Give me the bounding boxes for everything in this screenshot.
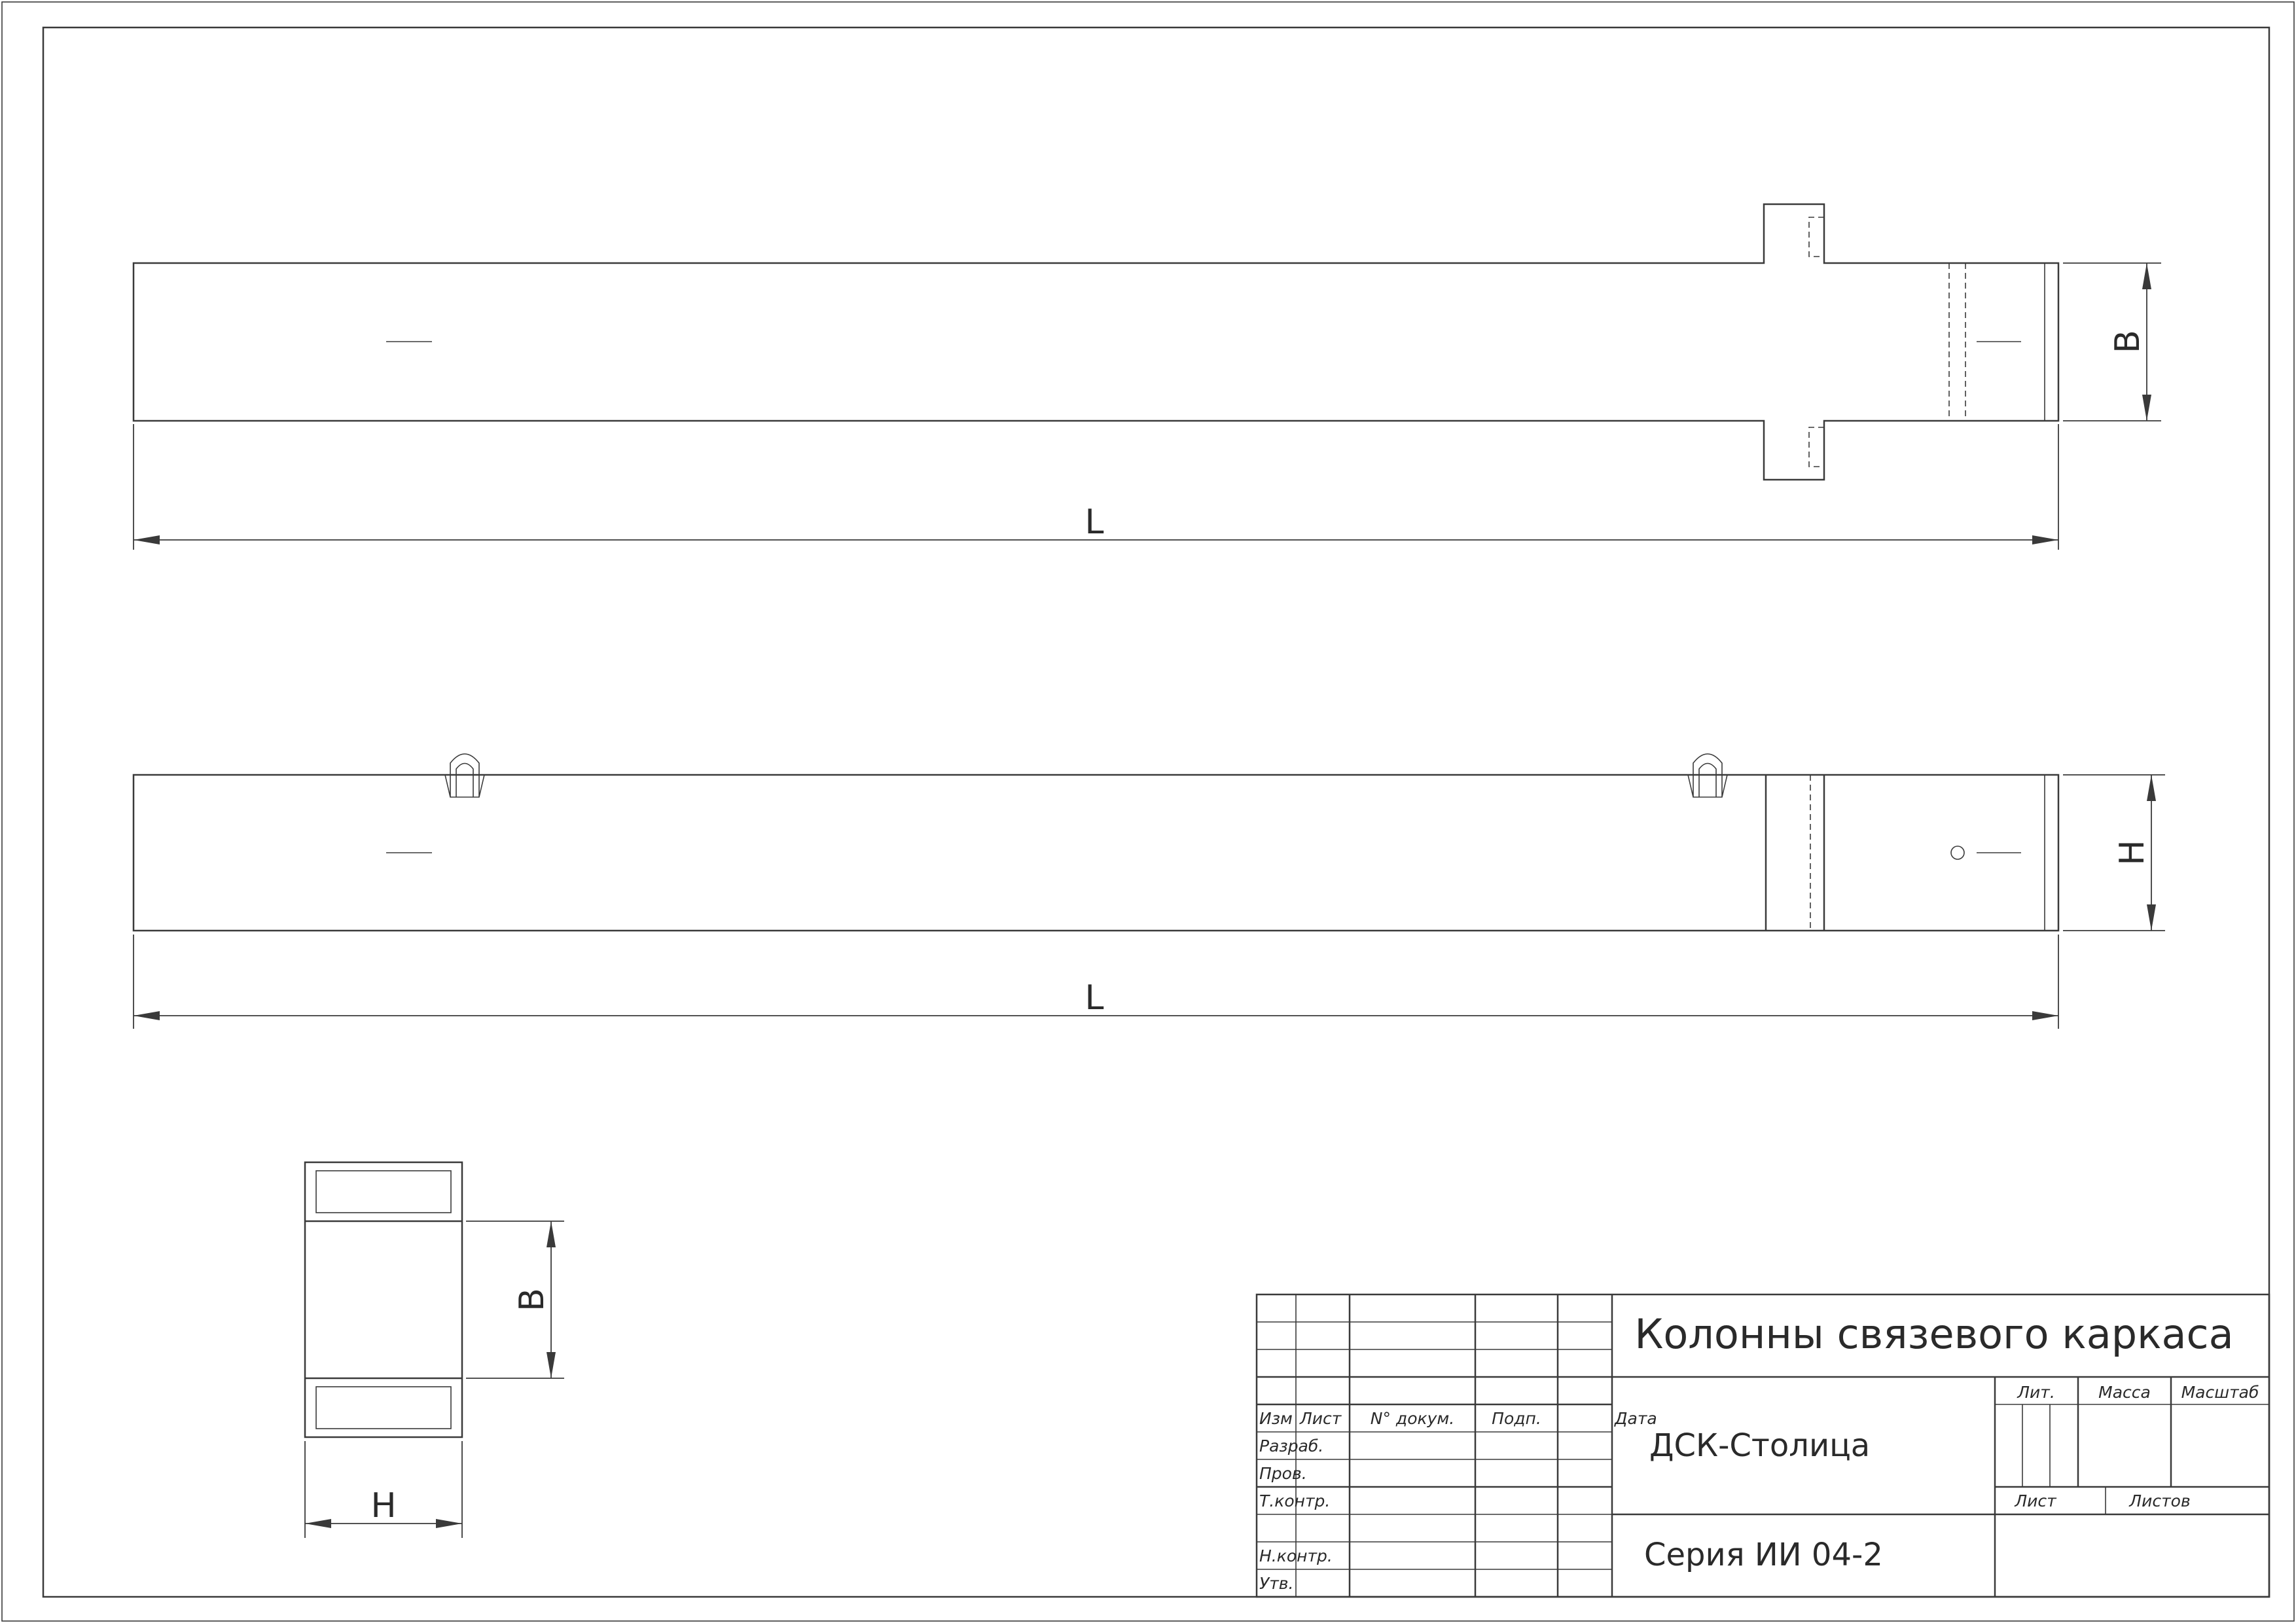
section-height-label: H bbox=[370, 1486, 396, 1525]
role-razrab: Разраб. bbox=[1259, 1436, 1323, 1455]
header-date: Дата bbox=[1614, 1409, 1657, 1428]
top-length-arrow-left bbox=[134, 535, 160, 544]
role-utv: Утв. bbox=[1259, 1574, 1293, 1593]
header-doc-no: N° докум. bbox=[1371, 1409, 1454, 1428]
side-height-arrow-top bbox=[2147, 775, 2156, 801]
meta-lit: Лит. bbox=[2017, 1383, 2055, 1402]
top-console-hidden-lower bbox=[1808, 427, 1824, 467]
section-top-plate-hatch bbox=[315, 1170, 452, 1213]
top-width-arrow-bottom bbox=[2142, 395, 2151, 421]
top-end-plate bbox=[2044, 262, 2059, 421]
drawing-title: Колонны связевого каркаса bbox=[1634, 1310, 2233, 1358]
top-width-arrow-top bbox=[2142, 263, 2151, 289]
meta-mass: Масса bbox=[2098, 1383, 2151, 1402]
section-core-hatch bbox=[304, 1221, 463, 1379]
section-width-arrow-bottom bbox=[547, 1352, 556, 1378]
meta-sheet: Лист bbox=[2014, 1491, 2057, 1510]
role-prov: Пров. bbox=[1259, 1464, 1307, 1483]
top-length-label: L bbox=[1085, 503, 1104, 542]
section-outline bbox=[304, 1161, 463, 1438]
side-height-arrow-bottom bbox=[2147, 904, 2156, 931]
lifting-loop-left bbox=[444, 753, 485, 798]
side-length-label: L bbox=[1085, 978, 1104, 1018]
organization-name: ДСК-Столица bbox=[1649, 1427, 1870, 1464]
role-tkontr: Т.контр. bbox=[1259, 1491, 1330, 1510]
top-length-arrow-right bbox=[2032, 535, 2058, 544]
section-height-arrow-right bbox=[436, 1519, 462, 1528]
header-sign: Подп. bbox=[1492, 1409, 1541, 1428]
section-width-label: B bbox=[512, 1288, 552, 1311]
side-hole bbox=[1950, 846, 1965, 860]
side-length-arrow-left bbox=[134, 1011, 160, 1020]
section-height-arrow-left bbox=[305, 1519, 331, 1528]
section-bottom-plate-hatch bbox=[315, 1386, 452, 1429]
top-console-hidden-upper bbox=[1808, 217, 1824, 257]
role-nkontr: Н.контр. bbox=[1259, 1546, 1333, 1565]
lifting-loop-right bbox=[1687, 753, 1728, 798]
meta-sheets: Листов bbox=[2128, 1491, 2190, 1510]
series-label: Серия ИИ 04-2 bbox=[1644, 1537, 1883, 1573]
side-view: L H bbox=[132, 753, 2165, 1029]
top-view: L B bbox=[132, 203, 2161, 550]
title-block: Колонны связевого каркаса ДСК-Столица Се… bbox=[1255, 1293, 2270, 1598]
cross-section: B H bbox=[304, 1161, 564, 1538]
meta-scale: Масштаб bbox=[2181, 1383, 2259, 1402]
title-block-outer bbox=[1255, 1293, 2270, 1598]
side-height-label: H bbox=[2113, 840, 2152, 865]
side-length-arrow-right bbox=[2032, 1011, 2058, 1020]
header-izm: Изм bbox=[1259, 1409, 1293, 1428]
side-end-plate bbox=[2044, 774, 2059, 931]
sheet-frame bbox=[42, 26, 2270, 1598]
top-width-label: B bbox=[2108, 330, 2147, 353]
section-width-arrow-top bbox=[547, 1221, 556, 1247]
header-list: Лист bbox=[1299, 1409, 1342, 1428]
